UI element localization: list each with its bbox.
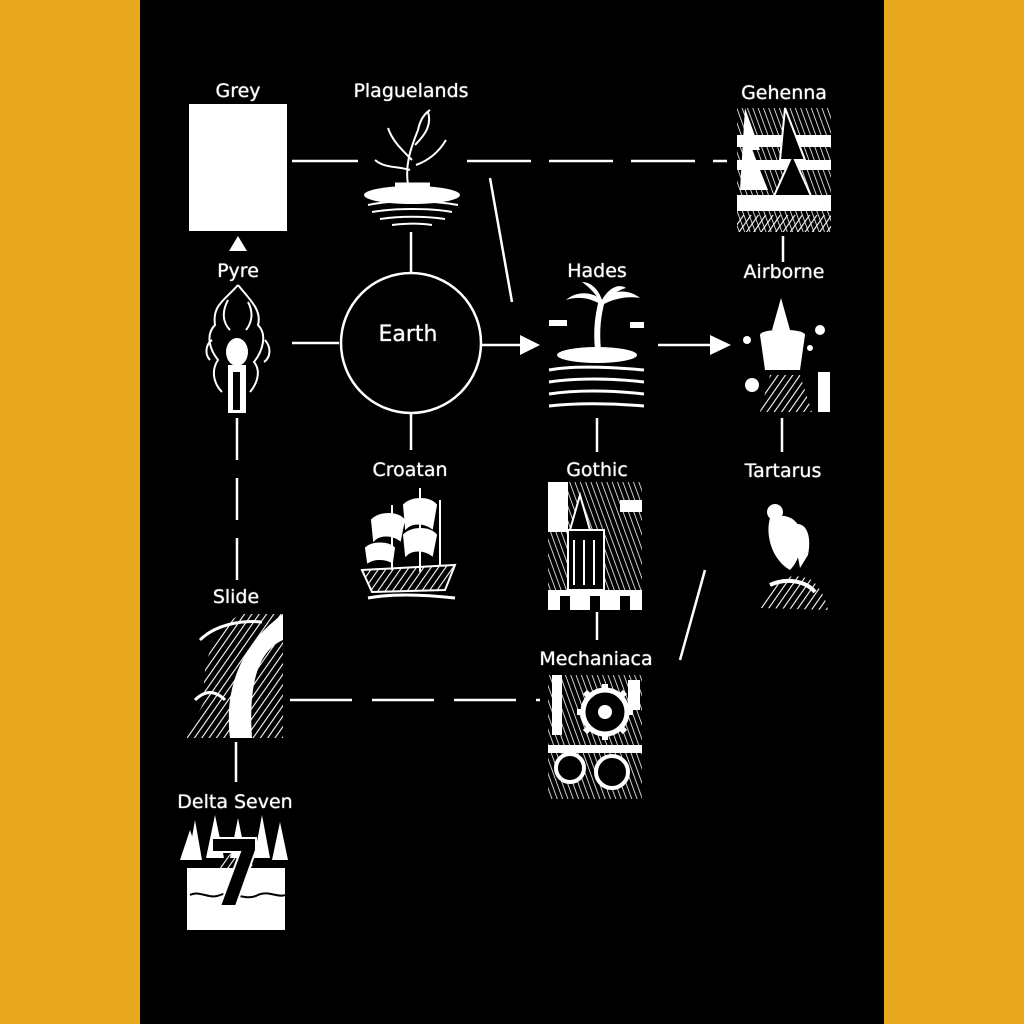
gears-icon — [548, 675, 642, 799]
floating-spire-icon — [743, 298, 830, 412]
sailing-ship-icon — [360, 488, 457, 600]
seven-forest-icon — [180, 815, 288, 930]
node-label-tartarus: Tartarus — [744, 460, 822, 482]
wave-swirl-icon — [187, 614, 283, 738]
connector-plaguelands-hades — [488, 177, 514, 303]
node-label-hades: Hades — [567, 260, 627, 282]
palm-island-icon — [548, 282, 645, 408]
node-label-croatan: Croatan — [372, 459, 448, 481]
node-label-delta-seven: Delta Seven — [177, 791, 293, 813]
node-label-airborne: Airborne — [743, 261, 825, 283]
arrowhead-pyre-grey — [229, 236, 247, 251]
connectors — [234, 159, 785, 782]
earth-hub-circle — [339, 271, 483, 415]
dead-tree-icon — [364, 109, 460, 226]
node-label-grey: Grey — [215, 80, 261, 102]
node-label-slide: Slide — [212, 586, 260, 608]
burning-forest-icon — [737, 107, 831, 232]
node-label-mechaniaca: Mechaniaca — [539, 648, 653, 670]
node-label-pyre: Pyre — [217, 260, 259, 282]
hub-label-earth: Earth — [378, 322, 438, 347]
flaming-figure-icon — [205, 284, 271, 413]
node-label-gehenna: Gehenna — [741, 82, 827, 104]
node-label-plaguelands: Plaguelands — [353, 80, 469, 102]
vulture-icon — [760, 504, 828, 610]
blank-card-icon — [189, 104, 287, 231]
gothic-tower-icon — [548, 482, 642, 610]
connector-tartarus-mechaniaca — [678, 569, 707, 661]
arrowhead-hades-airborne — [710, 335, 731, 355]
node-label-gothic: Gothic — [566, 459, 628, 481]
arrowhead-earth-hades — [520, 335, 540, 355]
